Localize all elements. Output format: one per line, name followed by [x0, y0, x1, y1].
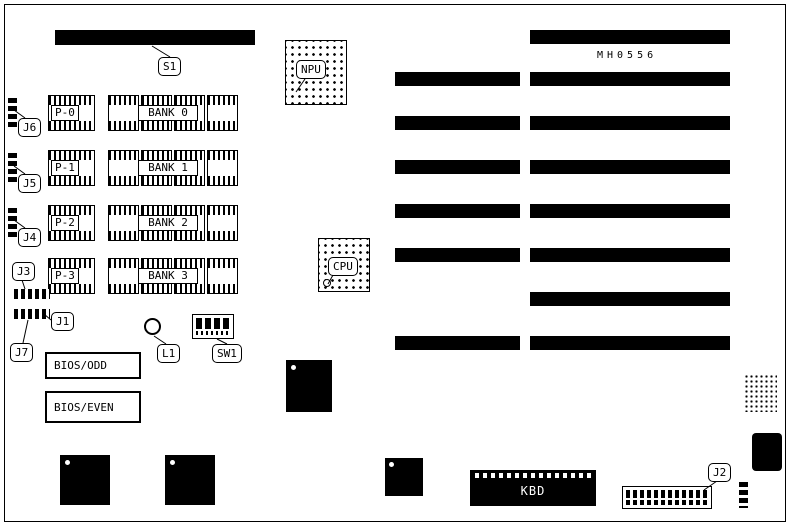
board-outline	[4, 4, 786, 522]
connector-j5	[8, 153, 17, 183]
dram-chip	[108, 205, 139, 241]
callout-j4: J4	[18, 228, 42, 247]
dip-switch-sw1	[192, 314, 234, 339]
dram-chip	[207, 95, 238, 131]
expansion-slot	[530, 160, 730, 174]
bank-label: BANK 1	[138, 160, 198, 176]
callout-j3: J3	[12, 262, 36, 281]
dip-switch-cells	[196, 318, 232, 329]
memory-row: P-3 BANK 3	[48, 258, 240, 294]
expansion-slot	[395, 248, 520, 262]
pin1-dot	[65, 460, 70, 465]
parity-chip-label: P-3	[51, 268, 79, 284]
expansion-slot	[395, 204, 520, 218]
bios-even-chip: BIOS/EVEN	[45, 391, 141, 423]
connector-j1	[14, 309, 50, 319]
bios-odd-chip: BIOS/ODD	[45, 352, 141, 379]
dram-chip	[207, 150, 238, 186]
parity-chip-label: P-2	[51, 215, 79, 231]
cpu-socket	[318, 238, 370, 292]
s1-slot	[55, 30, 255, 45]
callout-sw1: SW1	[212, 344, 242, 363]
qfp-chip	[286, 360, 332, 412]
dram-chip	[108, 95, 139, 131]
inductor-l1	[144, 318, 161, 335]
parity-dram-chip	[48, 150, 95, 186]
callout-j2: J2	[708, 463, 732, 482]
connector-j6	[8, 98, 17, 128]
logic-chip	[385, 458, 423, 496]
connector-j3	[14, 289, 50, 299]
cpu-pin1-marker	[323, 279, 331, 287]
expansion-slot	[530, 336, 730, 350]
kbd-pins	[475, 473, 591, 478]
parity-chip-label: P-0	[51, 105, 79, 121]
pin-header-row	[626, 500, 708, 505]
regulator-pad	[744, 374, 777, 412]
callout-npu: NPU	[296, 60, 326, 79]
dram-chip	[207, 258, 238, 294]
expansion-slot	[395, 116, 520, 130]
dram-chip	[108, 258, 139, 294]
bank-label: BANK 2	[138, 215, 198, 231]
kbd-label: KBD	[520, 483, 546, 498]
expansion-slot	[530, 204, 730, 218]
callout-j5: J5	[18, 174, 42, 193]
expansion-slot	[530, 248, 730, 262]
kbd-controller-chip: KBD	[470, 470, 596, 506]
expansion-slot	[530, 30, 730, 44]
pin1-dot	[170, 460, 175, 465]
callout-s1: S1	[158, 57, 182, 76]
logic-chip	[165, 455, 215, 505]
connector-j4	[8, 208, 17, 238]
keyboard-din-connector	[752, 433, 782, 471]
memory-row: P-1 BANK 1	[48, 150, 240, 186]
pin-header	[622, 486, 712, 509]
callout-cpu: CPU	[328, 257, 358, 276]
power-connector	[739, 482, 748, 508]
parity-chip-label: P-1	[51, 160, 79, 176]
bank-label: BANK 0	[138, 105, 198, 121]
pin-header-row	[626, 490, 708, 498]
memory-row: P-2 BANK 2	[48, 205, 240, 241]
expansion-slot	[530, 116, 730, 130]
dip-switch-pins	[196, 331, 230, 335]
expansion-slot	[395, 160, 520, 174]
callout-j1: J1	[51, 312, 75, 331]
memory-row: P-0 BANK 0	[48, 95, 240, 131]
callout-l1: L1	[157, 344, 181, 363]
callout-j6: J6	[18, 118, 42, 137]
expansion-slot	[395, 336, 520, 350]
board-marking: MH0556	[597, 50, 658, 61]
expansion-slot	[530, 292, 730, 306]
logic-chip	[60, 455, 110, 505]
dram-chip	[108, 150, 139, 186]
bank-label: BANK 3	[138, 268, 198, 284]
dram-chip	[207, 205, 238, 241]
expansion-slot	[530, 72, 730, 86]
callout-j7: J7	[10, 343, 34, 362]
pin1-dot	[389, 462, 394, 467]
pin1-dot	[291, 365, 296, 370]
expansion-slot	[395, 72, 520, 86]
